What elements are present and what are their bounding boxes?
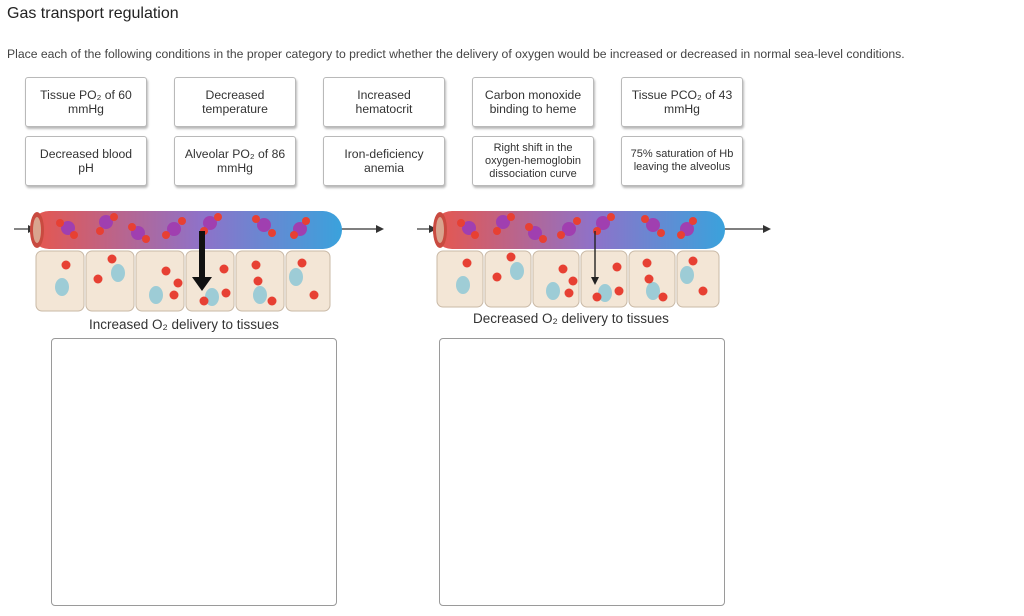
- increased-category-label: Increased O₂ delivery to tissues: [89, 317, 279, 332]
- decreased-delivery-diagram: [417, 211, 771, 308]
- page-title: Gas transport regulation: [7, 5, 179, 22]
- card-label: Iron-deficiency anemia: [344, 147, 424, 175]
- increased-dropzone[interactable]: [51, 338, 337, 606]
- card-label: Carbon monoxide binding to heme: [484, 88, 582, 116]
- card-label: Tissue PO₂ of 60 mmHg: [40, 88, 132, 116]
- card-right-shift[interactable]: Right shift in the oxygen-hemoglobin dis…: [472, 136, 594, 186]
- card-decreased-temperature[interactable]: Decreased temperature: [174, 77, 296, 127]
- card-tissue-pco2-43[interactable]: Tissue PCO₂ of 43 mmHg: [621, 77, 743, 127]
- card-label: Decreased blood pH: [39, 147, 133, 175]
- card-iron-deficiency-anemia[interactable]: Iron-deficiency anemia: [323, 136, 445, 186]
- card-decreased-blood-ph[interactable]: Decreased blood pH: [25, 136, 147, 186]
- card-carbon-monoxide[interactable]: Carbon monoxide binding to heme: [472, 77, 594, 127]
- card-75-saturation[interactable]: 75% saturation of Hb leaving the alveolu…: [621, 136, 743, 186]
- card-label: 75% saturation of Hb leaving the alveolu…: [630, 148, 734, 173]
- card-alveolar-po2-86[interactable]: Alveolar PO₂ of 86 mmHg: [174, 136, 296, 186]
- card-label: Alveolar PO₂ of 86 mmHg: [184, 147, 286, 175]
- card-label: Right shift in the oxygen-hemoglobin dis…: [484, 141, 581, 180]
- card-tissue-po2-60[interactable]: Tissue PO₂ of 60 mmHg: [25, 77, 147, 127]
- increased-delivery-diagram: [14, 211, 384, 312]
- card-label: Tissue PCO₂ of 43 mmHg: [631, 88, 733, 116]
- card-increased-hematocrit[interactable]: Increased hematocrit: [323, 77, 445, 127]
- instructions: Place each of the following conditions i…: [7, 47, 905, 61]
- card-label: Increased hematocrit: [355, 88, 413, 116]
- card-label: Decreased temperature: [202, 88, 268, 116]
- decreased-category-label: Decreased O₂ delivery to tissues: [473, 311, 669, 326]
- decreased-dropzone[interactable]: [439, 338, 725, 606]
